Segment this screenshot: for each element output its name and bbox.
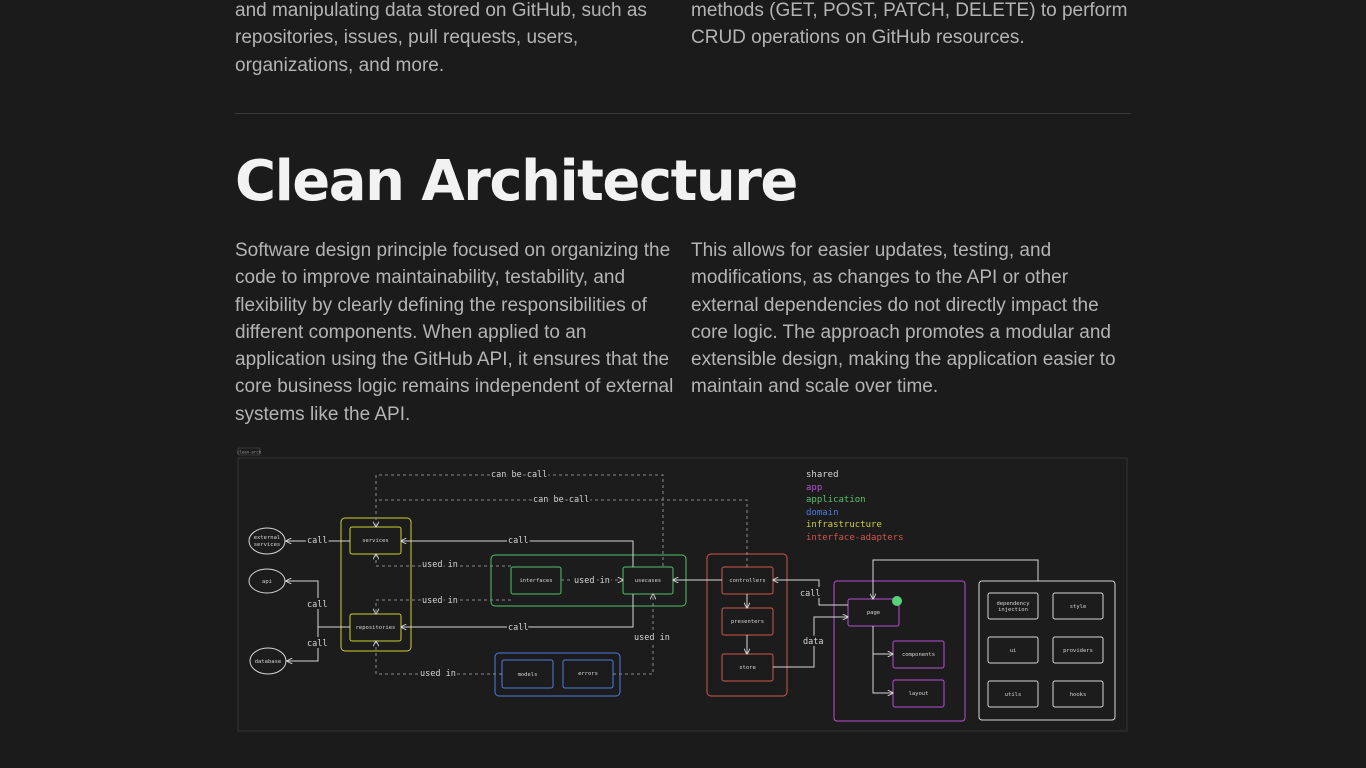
utils-label: utils [1005,692,1022,698]
status-dot-icon [892,596,902,606]
label-used-in-5: used in [634,633,670,643]
diagram-tag: clean-arch [237,450,262,455]
presenters-label: presenters [731,619,764,625]
external-services-label-2: services [254,542,281,548]
section-title: Clean Architecture [235,149,798,214]
style-node [1052,592,1104,620]
section-right-paragraph: This allows for easier updates, testing,… [691,240,1116,398]
legend-interface-adapters: interface-adapters [806,533,904,543]
section-left-paragraph: Software design principle focused on org… [235,240,674,425]
label-can-be-call-1: can be call [491,470,547,480]
clean-architecture-diagram: clean-arch shared app application domain… [237,447,1129,733]
label-call-database: call [307,639,327,649]
hooks-node [1052,680,1104,708]
section-divider [235,113,1131,114]
legend-infrastructure: infrastructure [806,520,882,530]
providers-label: providers [1063,648,1093,654]
errors-label: errors [578,671,598,677]
intro-left-text: and manipulating data stored on GitHub, … [235,0,647,76]
label-used-in-4: used in [420,669,456,679]
hooks-label: hooks [1070,692,1087,698]
label-can-be-call-2: can be call [533,495,589,505]
database-label: database [255,659,282,665]
external-services-label-1: external [254,535,281,541]
external-group [248,527,287,675]
utils-node [987,680,1039,708]
store-label: store [739,665,756,671]
database-node [249,647,287,675]
dependency-injection-label-1: dependency [996,601,1030,607]
providers-node [1052,636,1104,664]
solid-connectors [286,541,1039,693]
dashed-connectors [376,474,748,675]
label-call-api: call [307,600,327,610]
intro-right-text: methods (GET, POST, PATCH, DELETE) to pe… [691,0,1128,49]
api-node [248,568,286,594]
label-used-in-3: used in [574,576,610,586]
label-call-usecases-services: call [508,536,528,546]
dependency-injection-label-2: injection [998,607,1028,613]
label-call-services: call [307,536,327,546]
label-used-in-1: used in [422,560,458,570]
label-call-usecases-repositories: call [508,623,528,633]
components-label: components [902,652,935,658]
app-group [833,580,966,722]
legend: shared app application domain infrastruc… [806,470,904,543]
page-label: page [867,610,880,616]
label-used-in-2: used in [422,596,458,606]
legend-shared: shared [806,470,839,480]
label-data: data [803,637,823,647]
dependency-injection-node [987,592,1039,620]
controllers-label: controllers [729,578,765,584]
ui-node [987,636,1039,664]
services-label: services [362,538,389,544]
label-call-page: call [800,589,820,599]
interfaces-label: interfaces [519,578,552,584]
ui-label: ui [1010,648,1017,654]
external-services-node [248,527,286,555]
api-label: api [262,579,272,585]
shared-group [978,580,1116,721]
diagram-svg: clean-arch shared app application domain… [237,447,1128,732]
repositories-label: repositories [356,625,396,631]
legend-app: app [806,483,822,493]
legend-domain: domain [806,508,839,518]
usecases-label: usecases [635,578,662,584]
layout-label: layout [909,691,929,697]
diagram-tag-box [237,447,261,456]
legend-application: application [806,495,866,505]
style-label: style [1070,604,1087,610]
diagram-frame [237,457,1128,732]
models-label: models [518,672,538,678]
